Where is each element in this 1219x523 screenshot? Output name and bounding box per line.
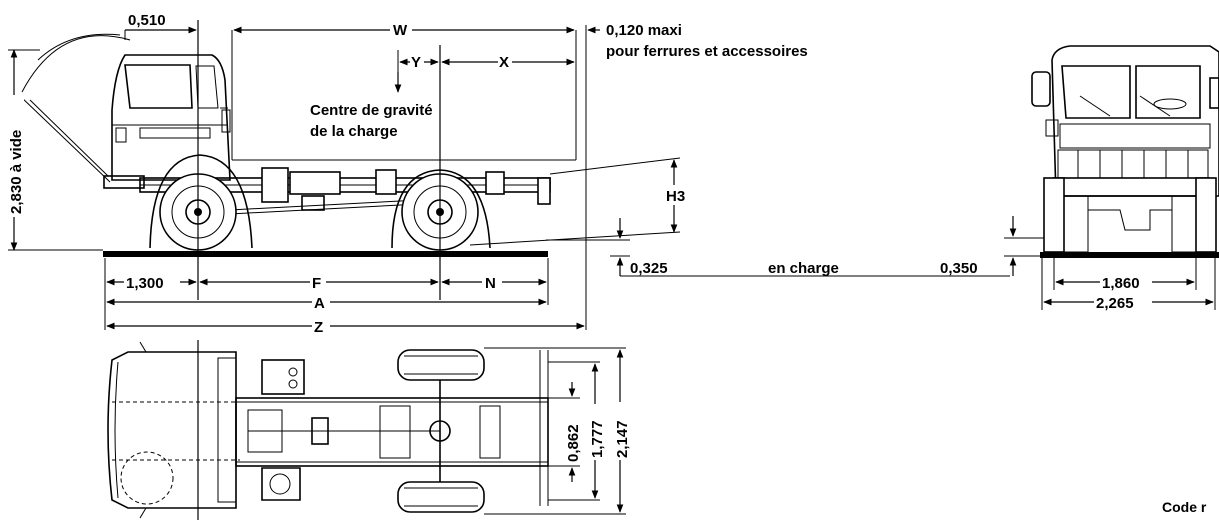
dim-h3: H3 (469, 157, 688, 246)
dim-height: 2,830 à vide (6, 49, 103, 251)
ground-line-front (1040, 252, 1219, 258)
label-z: Z (314, 319, 323, 336)
label-0325: 0,325 (630, 260, 668, 277)
label-n: N (485, 275, 496, 292)
label-2147: 2,147 (614, 420, 631, 458)
label-overhang-note: pour ferrures et accessoires (606, 43, 808, 60)
label-2265: 2,265 (1096, 295, 1134, 312)
dim-y-x: Y X (394, 50, 575, 93)
dim-bottom: 1,300 F N A Z (104, 258, 585, 336)
cab (103, 54, 231, 189)
rear-axle-top (397, 349, 485, 513)
label-0350: 0,350 (940, 260, 978, 277)
rear-wheel (391, 169, 491, 251)
chassis-frame (139, 167, 551, 215)
cab-front (1031, 45, 1219, 197)
label-x: X (499, 54, 509, 71)
label-y: Y (411, 54, 421, 71)
top-view: 0,862 1,777 2,147 (107, 340, 631, 520)
label-en-charge: en charge (768, 260, 839, 277)
dim-front-widths: 1,860 2,265 (1041, 258, 1216, 312)
side-view: 0,510 W 0,120 maxi pour ferrures et acce… (6, 12, 1050, 336)
label-0120: 0,120 maxi (606, 22, 682, 39)
dim-clearance: 0,325 en charge 0,350 (546, 216, 1050, 277)
label-f: F (312, 275, 321, 292)
chassis-rails-top (235, 350, 549, 506)
code-label: Code r (1162, 499, 1207, 515)
label-1777: 1,777 (589, 420, 606, 458)
label-cog-2: de la charge (310, 123, 398, 140)
label-h3: H3 (666, 188, 685, 205)
center-of-gravity-note: Centre de gravité de la charge (310, 102, 433, 140)
label-1300: 1,300 (126, 275, 164, 292)
dim-w: W (233, 20, 575, 39)
front-tyres (1043, 177, 1217, 253)
dim-top-widths: 0,862 1,777 2,147 (484, 347, 631, 515)
front-wheel (149, 154, 253, 251)
label-2830: 2,830 à vide (8, 130, 25, 214)
dim-overhang: 0,120 maxi pour ferrures et accessoires (585, 22, 808, 330)
label-0510: 0,510 (128, 12, 166, 29)
label-1860: 1,860 (1102, 275, 1140, 292)
tilted-cab (19, 33, 131, 183)
front-view: 1,860 2,265 (1031, 45, 1219, 312)
label-0862: 0,862 (565, 424, 582, 462)
ground-line (103, 251, 548, 257)
label-cog-1: Centre de gravité (310, 102, 433, 119)
cab-top (107, 341, 240, 519)
label-a: A (314, 295, 325, 312)
cargo-body-outline (231, 30, 577, 161)
dim-cab-to-axle: 0,510 (124, 12, 197, 40)
label-w: W (393, 22, 408, 39)
